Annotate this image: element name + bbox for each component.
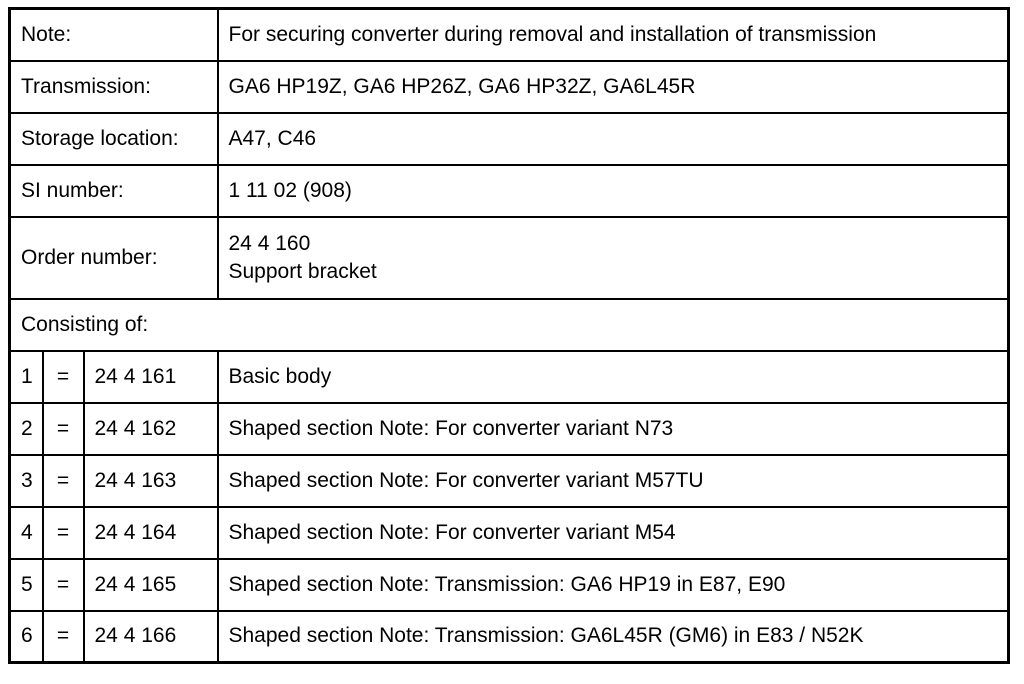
storage-location-value: A47, C46	[216, 111, 1010, 166]
item-equals-sign: =	[41, 505, 85, 560]
item-description: Shaped section Note: For converter varia…	[216, 505, 1010, 560]
item-equals-sign: =	[41, 349, 85, 404]
transmission-value: GA6 HP19Z, GA6 HP26Z, GA6 HP32Z, GA6L45R	[216, 59, 1010, 114]
item-index: 2	[8, 401, 44, 456]
table-row-item-5: 5 = 24 4 165 Shaped section Note: Transm…	[8, 557, 1010, 612]
order-number-name: Support bracket	[228, 259, 377, 283]
item-description: Shaped section Note: For converter varia…	[216, 453, 1010, 508]
item-equals-sign: =	[41, 453, 85, 508]
note-label: Note:	[8, 7, 219, 62]
table-row-item-6: 6 = 24 4 166 Shaped section Note: Transm…	[8, 609, 1010, 664]
item-part-number: 24 4 164	[82, 505, 219, 560]
si-number-label: SI number:	[8, 163, 219, 218]
item-part-number: 24 4 165	[82, 557, 219, 612]
table-row-item-2: 2 = 24 4 162 Shaped section Note: For co…	[8, 401, 1010, 456]
item-part-number: 24 4 166	[82, 609, 219, 664]
table-row-item-3: 3 = 24 4 163 Shaped section Note: For co…	[8, 453, 1010, 508]
table-row-storage-location: Storage location: A47, C46	[8, 111, 1010, 166]
item-equals-sign: =	[41, 557, 85, 612]
storage-location-label: Storage location:	[8, 111, 219, 166]
item-equals-sign: =	[41, 609, 85, 664]
item-index: 4	[8, 505, 44, 560]
item-description: Shaped section Note: Transmission: GA6L4…	[216, 609, 1010, 664]
table-row-transmission: Transmission: GA6 HP19Z, GA6 HP26Z, GA6 …	[8, 59, 1010, 114]
item-equals-sign: =	[41, 401, 85, 456]
item-description: Shaped section Note: For converter varia…	[216, 401, 1010, 456]
table-row-item-1: 1 = 24 4 161 Basic body	[8, 349, 1010, 404]
order-number-value: 24 4 160 Support bracket	[216, 215, 1010, 300]
item-part-number: 24 4 163	[82, 453, 219, 508]
table-row-item-4: 4 = 24 4 164 Shaped section Note: For co…	[8, 505, 1010, 560]
tool-spec-table: Note: For securing converter during remo…	[8, 7, 1010, 664]
item-index: 6	[8, 609, 44, 664]
note-value: For securing converter during removal an…	[216, 7, 1010, 62]
table-row-section-header: Consisting of:	[8, 297, 1010, 352]
order-number-label: Order number:	[8, 215, 219, 300]
order-number-code: 24 4 160	[228, 231, 311, 255]
item-index: 1	[8, 349, 44, 404]
item-description: Basic body	[216, 349, 1010, 404]
item-part-number: 24 4 162	[82, 401, 219, 456]
transmission-label: Transmission:	[8, 59, 219, 114]
table-row-note: Note: For securing converter during remo…	[8, 7, 1010, 62]
item-part-number: 24 4 161	[82, 349, 219, 404]
consisting-of-header: Consisting of:	[8, 297, 1010, 352]
table-row-si-number: SI number: 1 11 02 (908)	[8, 163, 1010, 218]
item-index: 3	[8, 453, 44, 508]
si-number-value: 1 11 02 (908)	[216, 163, 1010, 218]
item-description: Shaped section Note: Transmission: GA6 H…	[216, 557, 1010, 612]
table-row-order-number: Order number: 24 4 160 Support bracket	[8, 215, 1010, 300]
item-index: 5	[8, 557, 44, 612]
